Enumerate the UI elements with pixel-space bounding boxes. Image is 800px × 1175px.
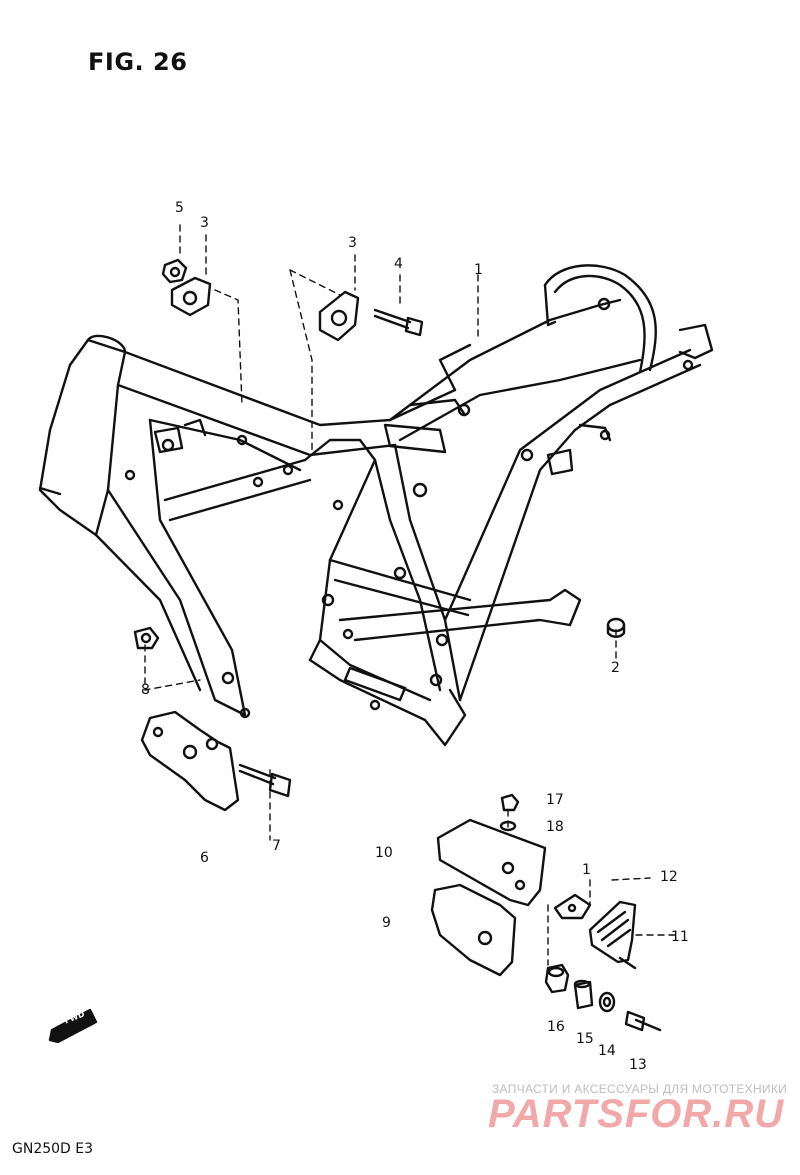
spacer-part-15 (573, 979, 594, 1010)
engine-mount-plate-part-6 (140, 710, 240, 812)
nut-part-5 (161, 258, 188, 284)
callout-9: 9 (382, 915, 391, 931)
callout-7: 7 (272, 838, 281, 854)
callout-11: 11 (671, 929, 689, 945)
callout-16: 16 (547, 1019, 565, 1035)
washer-part-18 (499, 820, 517, 832)
nut-part-17 (500, 793, 520, 812)
callout-5: 5 (175, 200, 184, 216)
bracket-part-1 (553, 893, 592, 920)
bolt-part-13 (624, 1010, 662, 1032)
callout-12: 12 (660, 869, 678, 885)
callout-10: 10 (375, 845, 393, 861)
bushing-part-2 (606, 617, 626, 638)
leader-lines (144, 224, 681, 966)
callout-2: 2 (611, 660, 620, 676)
bushing-part-16 (544, 963, 570, 994)
cover-part-9 (430, 883, 517, 977)
fwd-arrow-icon (48, 1008, 98, 1044)
callout-8: 8 (141, 682, 150, 698)
callout-14: 14 (598, 1043, 616, 1059)
main-frame (38, 264, 714, 747)
callout-13: 13 (629, 1057, 647, 1073)
watermark-tagline: ЗАПЧАСТИ И АКСЕССУАРЫ ДЛЯ МОТОТЕХНИКИ (492, 1082, 788, 1096)
cover-part-10 (436, 818, 547, 907)
callout-3-left: 3 (200, 215, 209, 231)
callout-6: 6 (200, 850, 209, 866)
plate-part-3-left (170, 276, 212, 317)
callout-17: 17 (546, 792, 564, 808)
bolt-part-7 (238, 763, 292, 798)
callout-4: 4 (394, 256, 403, 272)
model-code: GN250D E3 (12, 1141, 94, 1157)
figure-title: FIG. 26 (88, 48, 188, 76)
callout-1-frame: 1 (474, 262, 483, 278)
watermark-logo: PARTSFOR.RU (488, 1092, 785, 1136)
plate-part-3-right (318, 290, 360, 342)
bolt-part-4 (373, 308, 424, 337)
side-bracket-part-11 (588, 900, 637, 970)
callout-15: 15 (576, 1031, 594, 1047)
callout-3-right: 3 (348, 235, 357, 251)
washer-part-14 (598, 991, 616, 1013)
bushing-part-8 (133, 626, 160, 650)
callout-18: 18 (546, 819, 564, 835)
callout-1-bracket: 1 (582, 862, 591, 878)
